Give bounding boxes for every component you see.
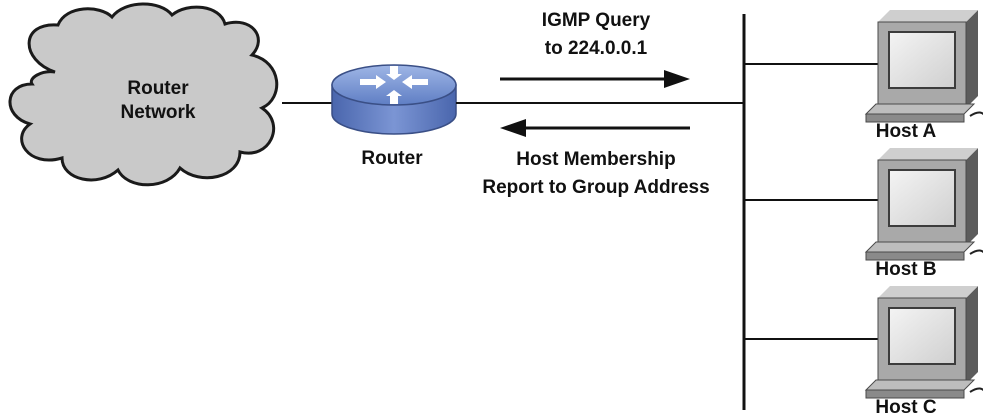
membership-report-arrow: [500, 119, 690, 137]
cloud-label-line1: Router: [127, 78, 189, 99]
router-label: Router: [361, 148, 423, 169]
router-network-cloud: Router Network: [8, 2, 279, 187]
igmp-query-arrow: [500, 70, 690, 88]
membership-report-label-line2: Report to Group Address: [482, 177, 709, 198]
cloud-label-line2: Network: [121, 102, 196, 123]
host-b-label: Host B: [875, 259, 936, 280]
igmp-query-label-line2: to 224.0.0.1: [545, 38, 648, 59]
router-icon: [331, 64, 457, 135]
host-a-computer-icon: [865, 9, 983, 123]
membership-report-label-line1: Host Membership: [516, 149, 675, 170]
host-b-computer-icon: [865, 147, 983, 261]
host-a-label: Host A: [876, 121, 937, 142]
host-c-computer-icon: [865, 285, 983, 399]
igmp-query-label-line1: IGMP Query: [542, 10, 651, 31]
host-c-label: Host C: [875, 397, 937, 418]
